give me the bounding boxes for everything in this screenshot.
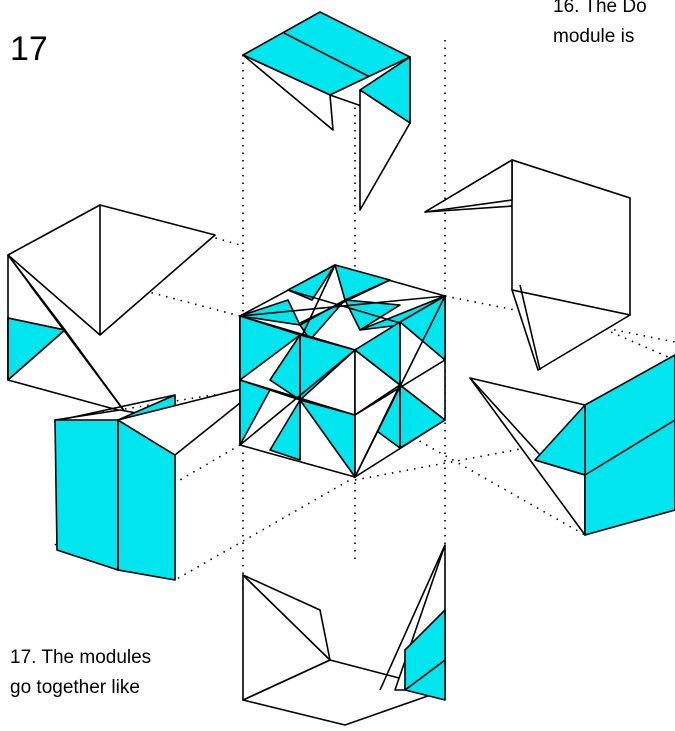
- previous-step-caption-line-2: module is: [553, 26, 635, 47]
- previous-step-caption: 16. The Do module is: [553, 0, 675, 52]
- left-lower-module: [54, 382, 266, 581]
- right-lower-module: [469, 354, 675, 536]
- top-module: [242, 11, 411, 211]
- step-number: 17: [10, 30, 48, 68]
- assembled-cube: [239, 264, 446, 478]
- step-caption-line-2: go together like: [10, 677, 140, 698]
- bottom-module: [242, 544, 446, 726]
- step-caption: 17. The modules go together like: [10, 643, 210, 703]
- previous-step-caption-line-1: 16. The Do: [553, 0, 647, 17]
- step-caption-line-1: 17. The modules: [10, 647, 152, 668]
- right-upper-module: [424, 159, 631, 371]
- left-upper-module: [7, 204, 216, 413]
